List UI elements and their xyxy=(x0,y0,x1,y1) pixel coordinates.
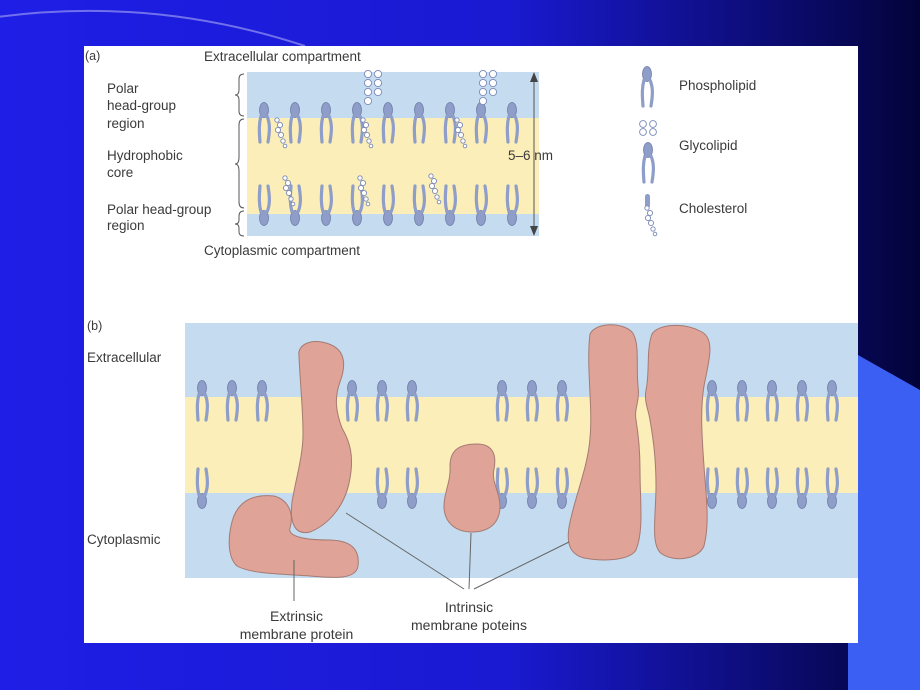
polar-region-bottom-label-line2: region xyxy=(107,218,145,233)
legend-glycolipid-label: Glycolipid xyxy=(679,138,738,153)
intrinsic-protein-label-line1: Intrinsic xyxy=(444,599,494,615)
polar-region-bottom-label-line1: Polar head-group xyxy=(107,202,212,217)
protein-extrinsic xyxy=(228,495,359,578)
extrinsic-protein-label-line1: Extrinsic xyxy=(270,608,323,624)
decor-corner-shape xyxy=(848,355,920,690)
hydrophobic-core-label-line1: Hydrophobic xyxy=(107,148,183,163)
legend-icons xyxy=(639,64,658,237)
protein-channel-left-half xyxy=(567,324,642,561)
membrane-proteins xyxy=(228,324,711,578)
brace-polar-bottom xyxy=(234,210,245,237)
legend-phospholipid-label: Phospholipid xyxy=(679,78,757,93)
legend-cholesterol-label: Cholesterol xyxy=(679,201,748,216)
protein-channel-right-half xyxy=(645,325,711,560)
pointer-intrinsic-right xyxy=(473,541,570,590)
pointer-lines xyxy=(293,512,570,601)
cytoplasmic-compartment-label: Cytoplasmic compartment xyxy=(204,243,361,258)
polar-region-label-line3: region xyxy=(107,116,145,131)
protein-intrinsic-small xyxy=(443,443,501,533)
polar-region-label-line2: head-group xyxy=(107,98,177,113)
figure-panel: (a) Extracellular compartment Polar head… xyxy=(84,46,858,643)
intrinsic-protein-label-line2: membrane poteins xyxy=(411,617,527,633)
polar-region-label-line1: Polar xyxy=(107,81,139,96)
bilayer-thickness-label: 5–6 nm xyxy=(508,148,554,163)
thickness-arrow xyxy=(530,72,538,236)
panel-b-letter: (b) xyxy=(87,319,103,333)
region-braces xyxy=(234,73,245,237)
panel-b-hydrophobic-core xyxy=(185,397,858,493)
hydrophobic-core-label-line2: core xyxy=(107,165,134,180)
extracellular-compartment-label: Extracellular compartment xyxy=(204,49,361,64)
extrinsic-protein-label-line2: membrane protein xyxy=(239,626,354,642)
protein-tall-left xyxy=(290,341,353,534)
decor-arc xyxy=(0,9,306,47)
legend-glycolipid-icon xyxy=(639,120,657,184)
legend-phospholipid-icon xyxy=(640,64,654,108)
extracellular-side-label: Extracellular xyxy=(87,350,162,365)
panel-a-letter: (a) xyxy=(85,49,101,63)
panel-b-bilayer xyxy=(185,323,858,578)
cytoplasmic-side-label: Cytoplasmic xyxy=(87,532,161,547)
pointer-intrinsic-left xyxy=(345,512,465,590)
membrane-figure xyxy=(185,64,858,601)
brace-polar-top xyxy=(234,73,245,117)
brace-hydrophobic xyxy=(234,118,245,209)
legend-cholesterol-icon xyxy=(644,194,658,237)
pointer-intrinsic-middle xyxy=(468,532,472,590)
panel-a-bilayer xyxy=(247,69,539,236)
